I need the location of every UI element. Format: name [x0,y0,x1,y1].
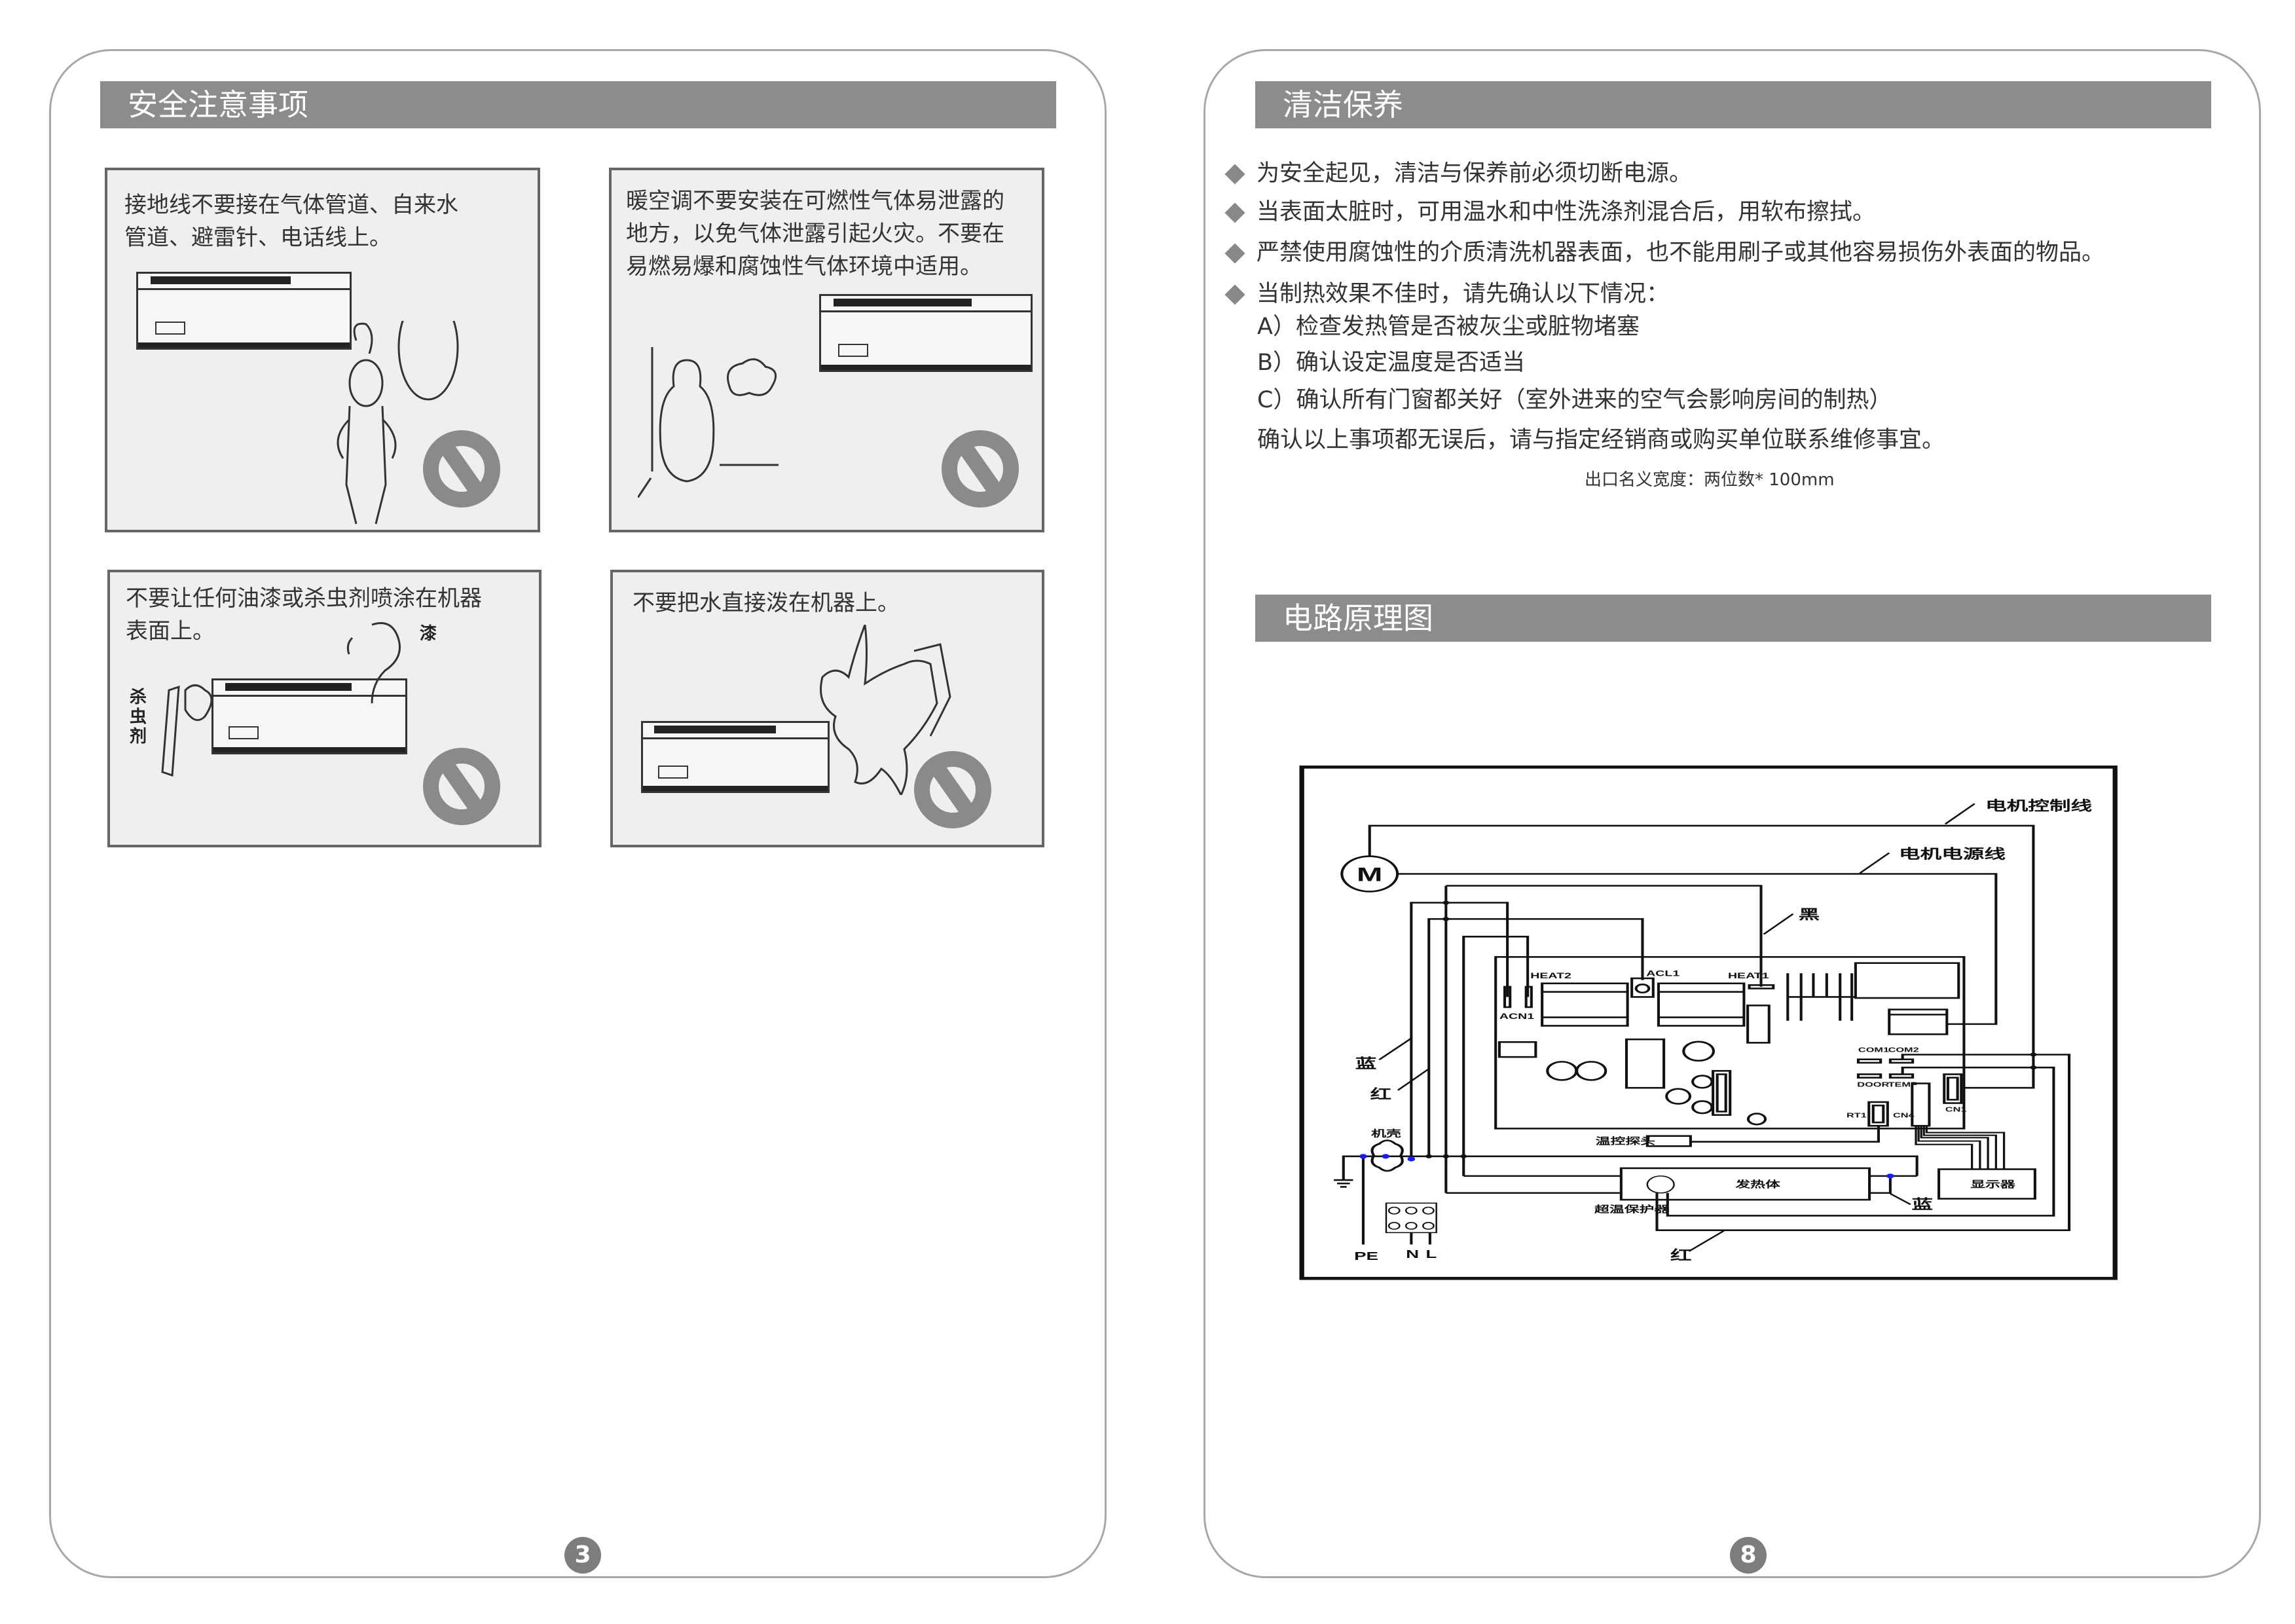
check-item: A）检查发热管是否被灰尘或脏物堵塞 [1257,314,1640,340]
panel-text-line: 表面上。 [126,618,215,644]
bullet-text: 当表面太脏时，可用温水和中性洗涤剂混合后，用软布擦拭。 [1257,199,1876,225]
panel-text-line: 暖空调不要安装在可燃性气体易泄露的 [626,188,1004,214]
heat2-label: HEAT2 [1530,971,1571,980]
diagram-frame [1299,766,2118,1280]
warning-panel-grounding: 接地线不要接在气体管道、自来水 管道、避雷针、电话线上。 [105,168,540,532]
prohibited-sign-icon [914,751,991,828]
bullet-item: 严禁使用腐蚀性的介质清洗机器表面，也不能用刷子或其他容易损伤外表面的物品。 [1224,234,2105,267]
diamond-bullet-icon [1224,284,1245,305]
casing-icon [1370,1139,1404,1172]
panel-text-line: 接地线不要接在气体管道、自来水 [124,192,458,218]
l-label: L [1425,1247,1437,1261]
com1-label: COM1 [1858,1046,1890,1053]
bullet-text: 严禁使用腐蚀性的介质清洗机器表面，也不能用刷子或其他容易损伤外表面的物品。 [1257,240,2105,266]
heater-unit-illustration [819,294,1033,372]
motor-icon [1340,855,1399,893]
spray-illustration [161,622,401,777]
note-text: 出口名义宽度：两位数* 100mm [1585,470,1835,490]
acl1-label: ACL1 [1646,969,1680,978]
check-item: B）确认设定温度是否适当 [1257,350,1526,376]
bullet-item: 当表面太脏时，可用温水和中性洗涤剂混合后，用软布擦拭。 [1224,193,1876,227]
red-wire-label: 红 [1670,1247,1692,1263]
check-item: C）确认所有门窗都关好（室外进来的空气会影响房间的制热） [1257,387,1892,413]
section-title-safety: 安全注意事项 [100,81,1056,128]
bullet-item: 当制热效果不佳时，请先确认以下情况： [1224,275,1670,308]
prohibited-sign-icon [942,430,1019,507]
water-splash-illustration [820,625,951,795]
section-title-cleaning: 清洁保养 [1255,81,2211,128]
pe-label: PE [1354,1249,1378,1263]
overheat-protector-label: 超温保护器 [1594,1204,1670,1215]
door-label: DOOR [1857,1081,1889,1088]
motor-power-line-label: 电机电源线 [1899,846,2006,861]
diamond-bullet-icon [1224,243,1245,264]
heater-unit-illustration [136,272,352,350]
cn1-label: CN1 [1945,1105,1967,1113]
heater-unit-illustration [641,721,830,793]
page-number: 3 [564,1537,601,1574]
person-illustration [337,321,459,525]
overheat-protector-icon [1646,1175,1675,1194]
panel-text-line: 不要让任何油漆或杀虫剂喷涂在机器 [126,585,482,612]
cn4-label: CN4 [1893,1111,1915,1118]
acn1-label: ACN1 [1499,1012,1534,1022]
warning-panel-paint-spray: 不要让任何油漆或杀虫剂喷涂在机器 表面上。 漆 杀虫剂 [107,570,542,847]
motor-label: M [1357,864,1382,885]
heater-unit-illustration [211,678,407,754]
n-label: N [1406,1247,1419,1261]
heater-label: 发热体 [1735,1179,1781,1190]
com2-label: COM2 [1888,1046,1920,1053]
control-board [1494,956,1966,1130]
paint-label: 漆 [420,624,437,644]
right-page [1203,49,2261,1578]
display-module [1937,1168,2036,1200]
gas-cylinder-illustration [638,347,779,498]
red-wire-label: 红 [1370,1086,1392,1101]
diamond-bullet-icon [1224,164,1245,185]
left-page [49,49,1107,1578]
panel-text-line: 管道、避雷针、电话线上。 [124,225,392,251]
bullet-text: 为安全起见，清洁与保养前必须切断电源。 [1257,160,1693,187]
section-title-circuit: 电路原理图 [1255,595,2211,642]
blue-wire-label: 蓝 [1355,1056,1377,1071]
warning-panel-water-splash: 不要把水直接泼在机器上。 [610,570,1044,847]
rt1-label: RT1 [1846,1111,1867,1118]
conclusion-text: 确认以上事项都无误后，请与指定经销商或购买单位联系维修事宜。 [1257,427,1945,453]
heat1-label: HEAT1 [1728,971,1769,980]
prohibited-sign-icon [423,430,500,507]
motor-control-line-label: 电机控制线 [1985,798,2092,813]
insecticide-label: 杀虫剂 [130,688,147,747]
diamond-bullet-icon [1224,202,1245,223]
casing-label: 机壳 [1371,1128,1401,1139]
warning-panel-flammable-gas: 暖空调不要安装在可燃性气体易泄露的 地方，以免气体泄露引起火灾。不要在 易燃易爆… [609,168,1044,532]
black-wire-label: 黑 [1799,906,1820,921]
terminal-block [1385,1202,1437,1234]
panel-text-line: 不要把水直接泼在机器上。 [633,590,900,616]
display-label: 显示器 [1970,1179,2016,1190]
temp-probe-label: 温控探头 [1596,1135,1655,1147]
page-number: 8 [1730,1537,1767,1574]
panel-text-line: 地方，以免气体泄露引起火灾。不要在 [626,221,1004,247]
blue-wire-label: 蓝 [1911,1196,1933,1211]
bullet-item: 为安全起见，清洁与保养前必须切断电源。 [1224,155,1693,188]
prohibited-sign-icon [423,748,500,825]
panel-text-line: 易燃易爆和腐蚀性气体环境中适用。 [626,253,982,280]
circuit-diagram: M 电机控制线 电机电源线 黑 蓝 红 蓝 红 HEAT2 ACL1 HEAT1… [1299,766,2118,1280]
temp-label: TEMP [1888,1081,1918,1088]
heater-element [1619,1167,1871,1201]
bullet-text: 当制热效果不佳时，请先确认以下情况： [1257,281,1670,307]
